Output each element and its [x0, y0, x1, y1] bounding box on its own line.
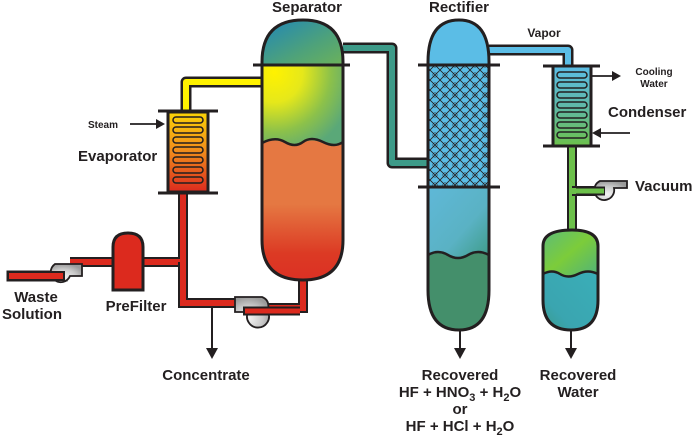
recovered-acid-label: Recovered HF + HNO3 + H2O or HF + HCl + … — [399, 367, 522, 438]
separator-label: Separator — [272, 0, 342, 16]
condenser — [543, 64, 600, 148]
evaporator — [158, 109, 218, 195]
cooling-water-out-arrow-icon — [591, 71, 621, 81]
condenser-label: Condenser — [608, 104, 687, 121]
recovered-acid-arrow-icon — [454, 330, 466, 359]
rectifier-label: Rectifier — [429, 0, 489, 16]
vacuum-label: Vacuum — [635, 178, 693, 195]
recovered-water-label-line1: Recovered — [540, 367, 617, 384]
steam-label: Steam — [88, 120, 118, 131]
vapor-pipe-yellow — [180, 76, 262, 112]
vapor-label: Vapor — [527, 26, 561, 40]
separator-vessel — [253, 18, 350, 282]
concentrate-pump-icon — [234, 296, 300, 329]
concentrate-arrow-icon — [206, 308, 218, 359]
cooling-water-in-arrow-icon — [592, 128, 630, 138]
prefilter — [111, 231, 145, 292]
recovered-acid-or: or — [453, 401, 468, 418]
cooling-water-label-line1: Cooling — [635, 67, 672, 78]
steam-arrow-icon — [130, 119, 165, 129]
vapor-pipe-teal — [343, 42, 428, 169]
waste-solution-label-line2: Solution — [2, 306, 62, 323]
recovered-water-label-line2: Water — [557, 384, 598, 401]
evaporator-coil-icon — [172, 116, 204, 184]
recovered-acid-label-line1: Recovered — [422, 367, 499, 384]
feed-pipe — [70, 192, 240, 308]
cooling-water-label-line2: Water — [640, 79, 668, 90]
recovered-water-arrow-icon — [565, 330, 577, 359]
feed-pump-icon — [7, 263, 83, 284]
prefilter-label: PreFilter — [106, 298, 167, 315]
vacuum-pump-icon — [574, 180, 628, 201]
recovered-acid-formula-2: HF + HCl + H2O — [406, 418, 515, 438]
condenser-coil-icon — [556, 71, 588, 139]
evaporator-label: Evaporator — [78, 148, 157, 165]
recovered-acid-formula-1: HF + HNO3 + H2O — [399, 384, 522, 404]
rectifier-column — [418, 18, 500, 332]
waste-solution-label-line1: Waste — [14, 289, 58, 306]
water-tank — [541, 228, 600, 332]
concentrate-label: Concentrate — [162, 367, 250, 384]
vapor-pipe-blue — [489, 44, 574, 66]
